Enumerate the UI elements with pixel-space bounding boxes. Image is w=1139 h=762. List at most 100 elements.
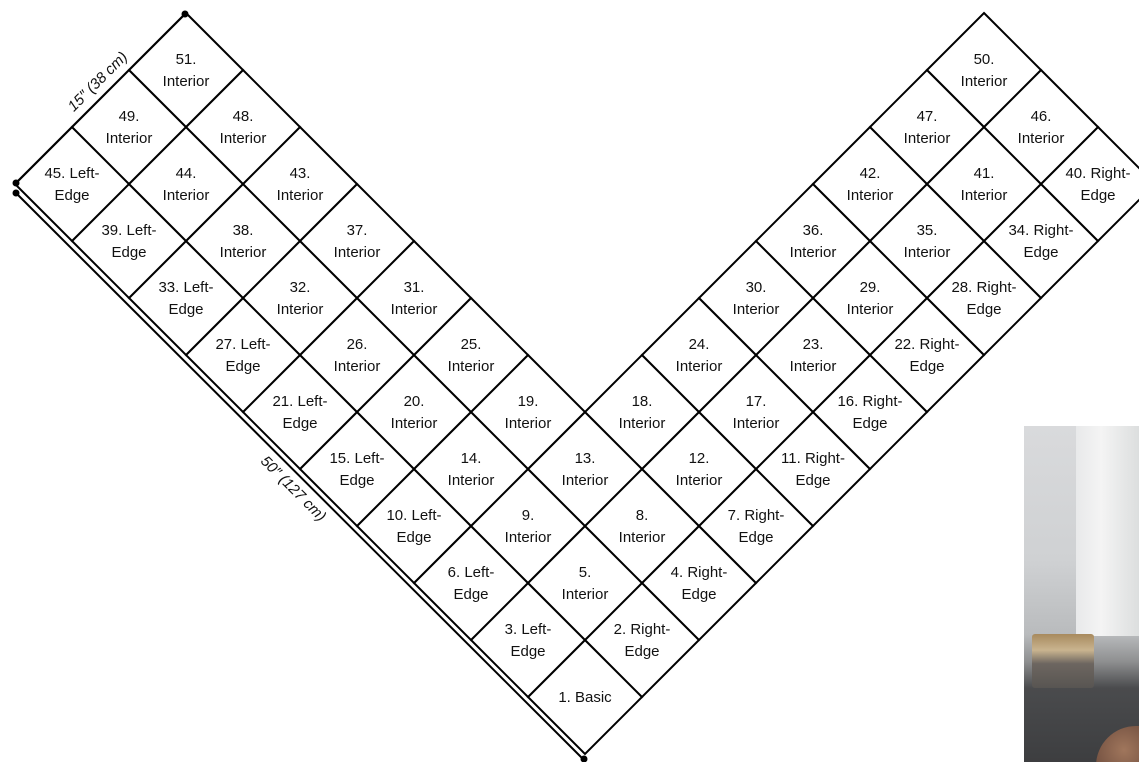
- tile-type: Interior: [391, 415, 438, 432]
- tile-type: Interior: [619, 415, 666, 432]
- tile-type: Interior: [733, 301, 780, 318]
- tile-number: 14.: [461, 450, 482, 467]
- tile-type: Edge: [795, 472, 830, 489]
- tile-number: 35.: [917, 222, 938, 239]
- width-dimension-end-dot: [13, 180, 20, 187]
- tile-number: 3. Left-: [505, 621, 552, 638]
- tile-type: Interior: [562, 472, 609, 489]
- tile-number: 20.: [404, 393, 425, 410]
- tile-type: Edge: [852, 415, 887, 432]
- tile-type: Edge: [966, 301, 1001, 318]
- tile-type: Interior: [676, 472, 723, 489]
- tile-number: 10. Left-: [386, 507, 441, 524]
- tile-number: 11. Right-: [781, 450, 845, 467]
- tile-type: Edge: [624, 643, 659, 660]
- tile-type: Edge: [1080, 187, 1115, 204]
- tile-number: 40. Right-: [1065, 165, 1130, 182]
- tile-number: 37.: [347, 222, 368, 239]
- tile-type: Interior: [1018, 130, 1065, 147]
- tile-type: Edge: [54, 187, 89, 204]
- tile-type: Interior: [334, 358, 381, 375]
- tile-type: Interior: [277, 301, 324, 318]
- tile-number: 44.: [176, 165, 197, 182]
- length-dimension-end-dot: [13, 190, 20, 197]
- tile-type: Interior: [505, 415, 552, 432]
- tile-label: 1. Basic: [558, 689, 612, 706]
- tile-type: Interior: [961, 73, 1008, 90]
- tile-number: 21. Left-: [272, 393, 327, 410]
- tile-number: 48.: [233, 108, 254, 125]
- photo-window: [1076, 426, 1139, 636]
- tile-type: Edge: [909, 358, 944, 375]
- tile-type: Interior: [619, 529, 666, 546]
- tile-type: Interior: [448, 358, 495, 375]
- tile-number: 36.: [803, 222, 824, 239]
- tile-type: Interior: [163, 187, 210, 204]
- tile-number: 18.: [632, 393, 653, 410]
- tile-number: 47.: [917, 108, 938, 125]
- tile-number: 23.: [803, 336, 824, 353]
- tile-number: 34. Right-: [1008, 222, 1073, 239]
- photo-shelf: [1032, 634, 1094, 688]
- tile-type: Interior: [790, 244, 837, 261]
- tile-number: 9.: [522, 507, 535, 524]
- tile-number: 12.: [689, 450, 710, 467]
- tile-number: 19.: [518, 393, 539, 410]
- tile-number: 1. Basic: [558, 689, 612, 706]
- tile-type: Interior: [904, 130, 951, 147]
- tile-number: 45. Left-: [44, 165, 99, 182]
- tile-type: Interior: [790, 358, 837, 375]
- tile-type: Edge: [396, 529, 431, 546]
- tile-type: Edge: [111, 244, 146, 261]
- tile-number: 30.: [746, 279, 767, 296]
- tile-type: Interior: [448, 472, 495, 489]
- tile-type: Interior: [220, 130, 267, 147]
- tile-number: 51.: [176, 51, 197, 68]
- tile-number: 24.: [689, 336, 710, 353]
- tile-type: Edge: [1023, 244, 1058, 261]
- tile-type: Interior: [676, 358, 723, 375]
- tile-number: 42.: [860, 165, 881, 182]
- tile-type: Interior: [847, 187, 894, 204]
- tile-number: 13.: [575, 450, 596, 467]
- tile-type: Edge: [168, 301, 203, 318]
- tile-number: 26.: [347, 336, 368, 353]
- tile-number: 15. Left-: [329, 450, 384, 467]
- tile-type: Interior: [733, 415, 780, 432]
- tile-number: 7. Right-: [728, 507, 785, 524]
- tile-number: 32.: [290, 279, 311, 296]
- tile-number: 5.: [579, 564, 592, 581]
- tile-number: 50.: [974, 51, 995, 68]
- tile-type: Interior: [562, 586, 609, 603]
- tile-type: Interior: [220, 244, 267, 261]
- tile-number: 8.: [636, 507, 649, 524]
- tile-number: 16. Right-: [837, 393, 902, 410]
- tile-number: 28. Right-: [951, 279, 1016, 296]
- tile-type: Edge: [225, 358, 260, 375]
- tile-type: Edge: [738, 529, 773, 546]
- tile-type: Interior: [961, 187, 1008, 204]
- tile-type: Edge: [681, 586, 716, 603]
- tile-type: Interior: [334, 244, 381, 261]
- tile-number: 17.: [746, 393, 767, 410]
- finished-project-photo: [1024, 426, 1139, 762]
- tile-type: Interior: [277, 187, 324, 204]
- tile-number: 46.: [1031, 108, 1052, 125]
- tile-number: 38.: [233, 222, 254, 239]
- tile-type: Interior: [391, 301, 438, 318]
- photo-knitted-item: [1096, 726, 1139, 762]
- tile-number: 25.: [461, 336, 482, 353]
- tile-type: Interior: [163, 73, 210, 90]
- tile-number: 33. Left-: [158, 279, 213, 296]
- tile-type: Interior: [904, 244, 951, 261]
- tile-number: 4. Right-: [671, 564, 728, 581]
- tile-type: Edge: [453, 586, 488, 603]
- tile-number: 39. Left-: [101, 222, 156, 239]
- tile-type: Edge: [510, 643, 545, 660]
- tile-number: 22. Right-: [894, 336, 959, 353]
- tile-type: Interior: [505, 529, 552, 546]
- tile-number: 43.: [290, 165, 311, 182]
- tile-number: 31.: [404, 279, 425, 296]
